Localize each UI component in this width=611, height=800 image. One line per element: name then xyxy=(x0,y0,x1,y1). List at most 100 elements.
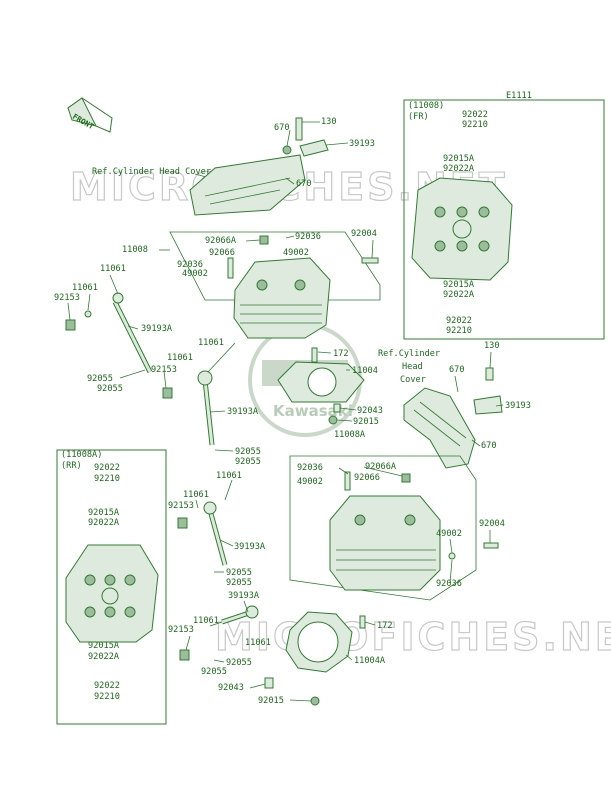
valve-guide-49002-icon xyxy=(227,257,234,279)
rr-header-2: (RR) xyxy=(61,461,82,471)
label-49002-b: 49002 xyxy=(182,269,208,279)
gasket-11004 xyxy=(277,361,365,403)
fr-lower-1: 92015A xyxy=(443,280,475,290)
ref-cover-top: Ref.Cylinder Head Cover xyxy=(92,167,211,177)
rr-top-1: 92022 xyxy=(94,463,120,473)
label-92055-a: 92055 xyxy=(87,374,113,384)
label-92043-b: 92043 xyxy=(218,683,244,693)
label-92055-e: 92055 xyxy=(226,568,252,578)
label-39193-a: 39193 xyxy=(349,139,375,149)
label-130-b: 130 xyxy=(484,341,500,351)
label-11061-e: 11061 xyxy=(216,471,242,481)
leader-lines xyxy=(67,121,504,702)
label-11008: 11008 xyxy=(122,245,148,255)
front-cylinder-head xyxy=(233,257,331,339)
logo-text: Kawasaki xyxy=(273,402,353,420)
fr-head-detail-box xyxy=(403,99,605,340)
label-39193a-a: 39193A xyxy=(141,324,173,334)
watermark-bottom: MICROFICHES.NET xyxy=(215,615,611,659)
rr-top-2: 92210 xyxy=(94,474,120,484)
label-49002-c: 49002 xyxy=(297,477,323,487)
label-92036-b: 92036 xyxy=(177,260,203,270)
front-head-group-outline xyxy=(169,231,381,301)
dowel-92043-upper-icon xyxy=(333,403,341,413)
valve-guide-49002-rear-icon xyxy=(344,471,351,491)
dowel-172-upper-icon xyxy=(311,347,318,363)
pushrod-tube-39193a-lower-2 xyxy=(221,605,259,625)
label-670-c: 670 xyxy=(449,365,465,375)
fr-top-1: 92022 xyxy=(462,110,488,120)
label-92066-a: 92066 xyxy=(209,248,235,258)
fr-header-1: (11008) xyxy=(408,101,444,111)
rr-bottom-2: 92210 xyxy=(94,692,120,702)
label-11061-g: 11061 xyxy=(193,616,219,626)
rr-head-detail-box xyxy=(56,449,167,725)
fr-top-2: 92210 xyxy=(462,120,488,130)
label-49002-a: 49002 xyxy=(283,248,309,258)
label-92036-a: 92036 xyxy=(295,232,321,242)
dowel-172-lower-icon xyxy=(359,615,366,629)
label-11008a: 11008A xyxy=(334,430,366,440)
label-92153-d: 92153 xyxy=(168,625,194,635)
label-11061-b: 11061 xyxy=(72,283,98,293)
rear-head-group-outline xyxy=(289,455,477,601)
rr-header-1: (11008A) xyxy=(61,450,102,460)
label-670-d: 670 xyxy=(481,441,497,451)
cylinder-head-cover-top xyxy=(189,154,306,216)
ref-cover-right-2: Head xyxy=(402,362,423,372)
rr-bottom-1: 92022 xyxy=(94,681,120,691)
fr-bottom-1: 92022 xyxy=(446,316,472,326)
rr-upper-1: 92015A xyxy=(88,508,120,518)
label-92043-a: 92043 xyxy=(357,406,383,416)
bolt-92153-mid-icon xyxy=(162,387,173,399)
label-11004: 11004 xyxy=(352,366,378,376)
pushrod-tube-39193a-upper xyxy=(112,300,153,374)
label-92055-g: 92055 xyxy=(226,658,252,668)
bolt-92153-lower-2-icon xyxy=(179,649,190,661)
fr-lower-2: 92022A xyxy=(443,290,475,300)
label-92066a-a: 92066A xyxy=(205,236,237,246)
bolt-130-right-icon xyxy=(485,367,494,381)
label-172-b: 172 xyxy=(377,621,393,631)
fr-upper-1: 92015A xyxy=(443,154,475,164)
ref-cover-right-3: Cover xyxy=(400,375,426,385)
label-92055-h: 92055 xyxy=(201,667,227,677)
label-172-a: 172 xyxy=(333,349,349,359)
label-92036-d: 92036 xyxy=(436,579,462,589)
rr-head-drawing xyxy=(65,544,159,643)
label-11004a: 11004A xyxy=(354,656,386,666)
label-92153-a: 92153 xyxy=(54,293,80,303)
dowel-92043-lower-icon xyxy=(264,677,274,689)
label-39193a-d: 39193A xyxy=(228,591,260,601)
label-92036-c: 92036 xyxy=(297,463,323,473)
seal-92066a-icon xyxy=(259,235,269,245)
fr-head-drawing xyxy=(411,177,513,281)
label-670-a: 670 xyxy=(274,123,290,133)
label-670-b: 670 xyxy=(296,179,312,189)
label-92055-b: 92055 xyxy=(97,384,123,394)
clip-92036-rear-icon xyxy=(448,552,456,560)
rr-lower-1: 92015A xyxy=(88,641,120,651)
oring-11061-upper-icon xyxy=(84,292,124,318)
diagram-code: E1111 xyxy=(506,91,532,101)
bolt-670-top-icon xyxy=(282,145,292,155)
label-92004-a: 92004 xyxy=(351,229,377,239)
bolt-92015-lower-icon xyxy=(310,696,320,706)
label-92153-b: 92153 xyxy=(151,365,177,375)
label-92015-b: 92015 xyxy=(258,696,284,706)
label-130-a: 130 xyxy=(321,117,337,127)
front-arrow-icon: FRONT xyxy=(67,97,113,133)
label-39193a-c: 39193A xyxy=(234,542,266,552)
fr-bottom-2: 92210 xyxy=(446,326,472,336)
label-11061-a: 11061 xyxy=(100,264,126,274)
pushrod-tube-39193a-lower-1 xyxy=(203,501,228,566)
stud-92004-icon xyxy=(361,257,379,264)
label-92066a-b: 92066A xyxy=(365,462,397,472)
fr-upper-2: 92022A xyxy=(443,164,475,174)
label-49002-d: 49002 xyxy=(436,529,462,539)
pushrod-tube-39193a-middle xyxy=(197,370,215,446)
label-11061-f: 11061 xyxy=(183,490,209,500)
label-11061-d: 11061 xyxy=(167,353,193,363)
seal-92066a-rear-icon xyxy=(401,473,411,483)
